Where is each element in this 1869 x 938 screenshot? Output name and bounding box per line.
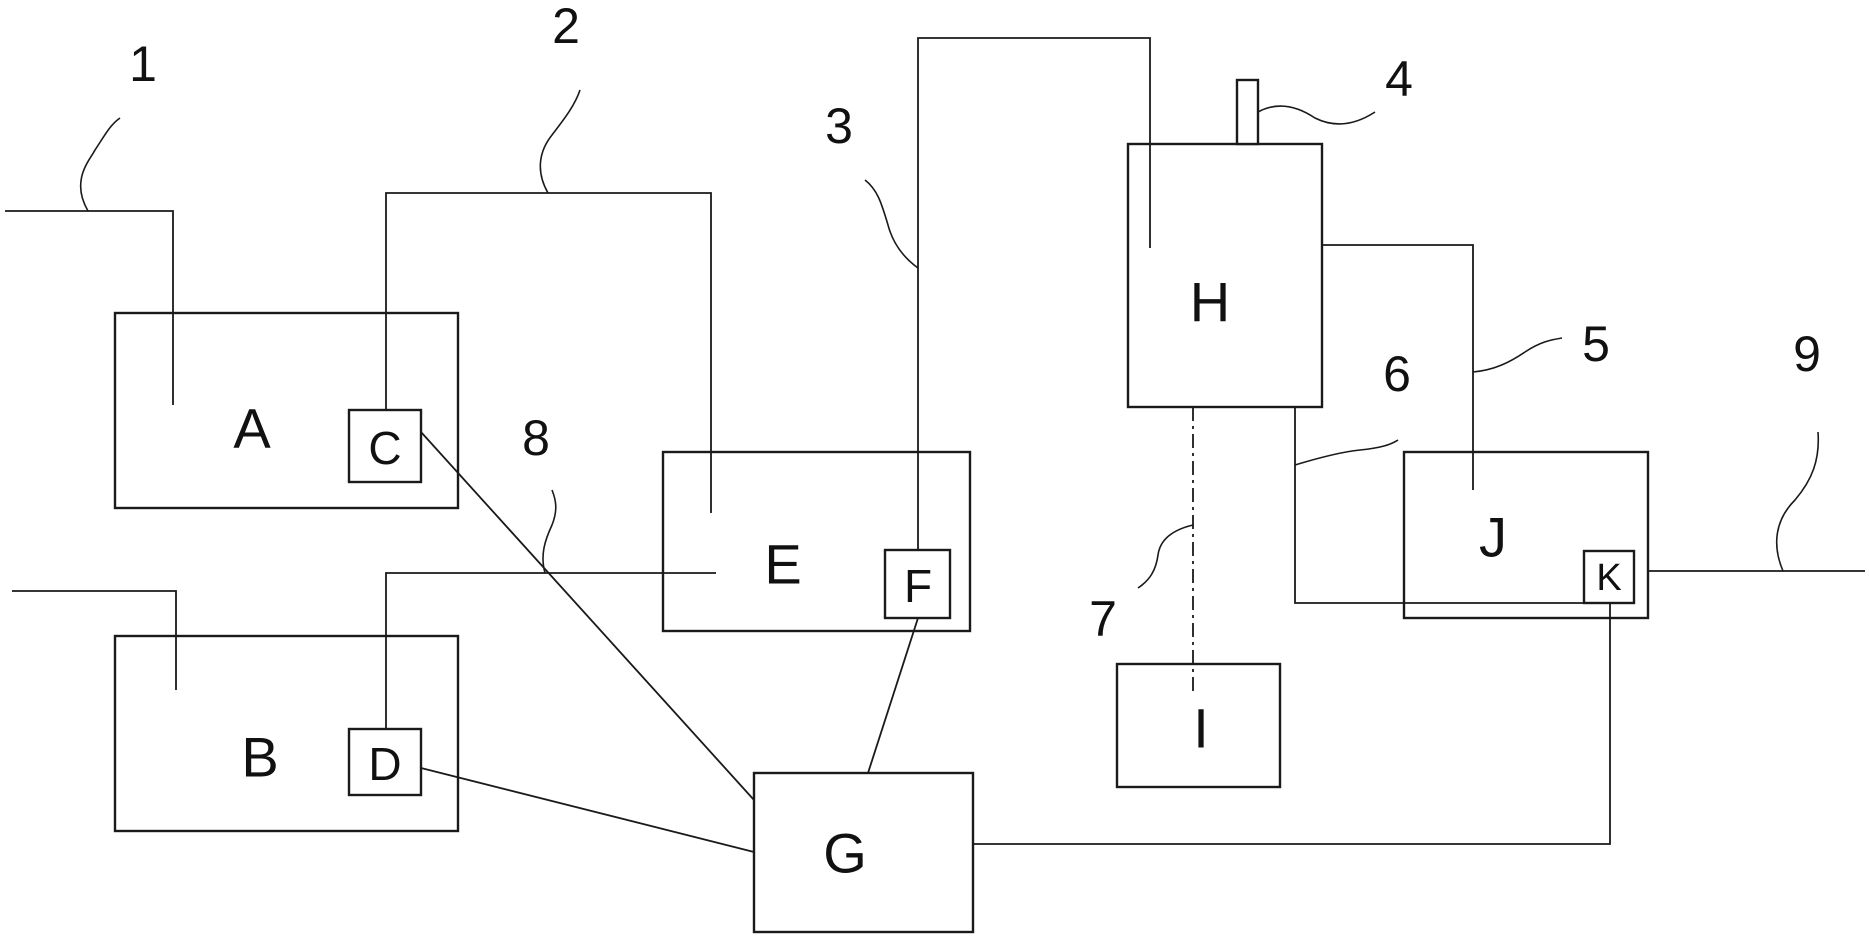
- leader-1: [79, 117, 121, 212]
- pipe-b-inlet: [12, 590, 177, 690]
- pipe-1: [5, 210, 174, 405]
- wire-g-k: [973, 603, 1611, 845]
- leader-5: [1472, 337, 1563, 373]
- sensor-c-label: C: [368, 422, 401, 474]
- vent-4: [1235, 78, 1260, 146]
- block-g-label: G: [823, 822, 867, 885]
- sensor-d: D: [347, 727, 423, 797]
- block-j-label: J: [1479, 506, 1507, 569]
- sensor-d-label: D: [368, 738, 401, 790]
- block-i: I: [1115, 662, 1282, 789]
- pipe-5: [1322, 244, 1474, 490]
- leader-3: [864, 179, 919, 269]
- pipe-3: [917, 37, 1151, 550]
- leader-4: [1257, 105, 1376, 125]
- block-b-label: B: [241, 726, 278, 789]
- block-i-label: I: [1193, 697, 1209, 760]
- callout-5: 5: [1582, 316, 1610, 372]
- callout-2: 2: [552, 0, 580, 54]
- callout-3: 3: [825, 98, 853, 154]
- sensor-k-label: K: [1596, 557, 1621, 599]
- callout-9: 9: [1793, 326, 1821, 382]
- leader-7: [1137, 524, 1194, 589]
- pipe-2: [385, 192, 712, 513]
- leader-6: [1294, 439, 1399, 466]
- block-h: H: [1126, 142, 1324, 409]
- leader-9: [1775, 431, 1820, 572]
- block-g: G: [752, 771, 975, 934]
- callout-7: 7: [1089, 591, 1117, 647]
- sensor-f: F: [883, 548, 952, 620]
- pipe-8: [385, 572, 716, 729]
- callout-4: 4: [1385, 51, 1413, 107]
- wire-d-g: [420, 767, 755, 853]
- block-h-label: H: [1190, 271, 1230, 334]
- pipe-6: [1294, 407, 1584, 604]
- callout-6: 6: [1383, 346, 1411, 402]
- sensor-k: K: [1582, 549, 1636, 605]
- wire-c-g: [420, 431, 755, 801]
- block-a-label: A: [233, 397, 271, 460]
- leader-8: [542, 489, 557, 574]
- block-e-label: E: [764, 533, 801, 596]
- wire-f-g: [867, 617, 919, 774]
- sensor-c: C: [347, 408, 423, 484]
- sensor-f-label: F: [904, 560, 932, 612]
- callout-8: 8: [522, 410, 550, 466]
- leader-2: [539, 89, 581, 194]
- callout-1: 1: [129, 36, 157, 92]
